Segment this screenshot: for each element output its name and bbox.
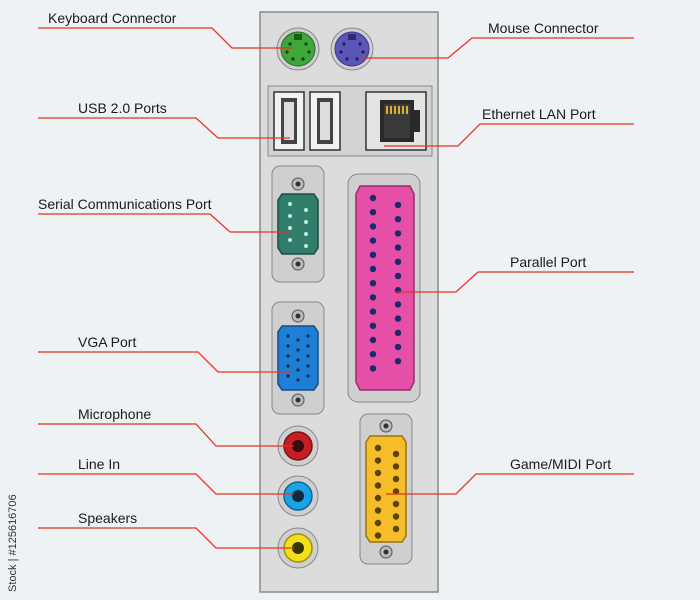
keyboard-connector: [276, 27, 320, 71]
usb-port-2: [309, 91, 341, 151]
pin: [369, 351, 377, 358]
label-game-midi-port: Game/MIDI Port: [510, 456, 611, 472]
pin: [394, 216, 402, 223]
pin: [392, 513, 400, 520]
pin: [369, 237, 377, 244]
leader-game: [386, 473, 634, 495]
pin: [394, 301, 402, 308]
label-speakers: Speakers: [78, 510, 137, 526]
ethernet-port: [365, 91, 427, 151]
pin: [392, 525, 400, 533]
mouse-connector: [330, 27, 374, 71]
label-mouse-connector: Mouse Connector: [488, 20, 599, 36]
pin: [394, 343, 402, 351]
pin: [369, 294, 377, 301]
pin: [394, 201, 402, 209]
leader-keyboard: [38, 27, 292, 49]
line-in-jack: [277, 475, 319, 517]
leader-vga: [38, 351, 292, 373]
leader-line-in: [38, 473, 294, 495]
microphone-jack: [277, 425, 319, 467]
pin: [374, 507, 382, 514]
vga-port: [271, 301, 325, 415]
stock-id: Stock | #125616706: [7, 494, 19, 592]
pin: [392, 450, 400, 458]
parallel-port: [347, 173, 421, 403]
pin: [369, 194, 377, 202]
label-microphone: Microphone: [78, 406, 151, 422]
pin: [374, 519, 382, 527]
leader-mouse: [362, 37, 634, 59]
pin: [394, 230, 402, 237]
pin: [369, 251, 377, 258]
label-usb-ports: USB 2.0 Ports: [78, 100, 167, 116]
pin: [374, 469, 382, 477]
pin: [374, 444, 382, 452]
leader-serial: [38, 213, 290, 233]
pin: [369, 280, 377, 287]
usb-ethernet-block: [267, 85, 433, 157]
pin: [369, 336, 377, 344]
label-parallel-port: Parallel Port: [510, 254, 586, 270]
label-serial-port: Serial Communications Port: [38, 196, 212, 212]
game-midi-port: [359, 413, 413, 565]
pin: [394, 315, 402, 322]
pin: [394, 244, 402, 251]
label-line-in: Line In: [78, 456, 120, 472]
pin: [369, 223, 377, 230]
pin: [374, 494, 382, 502]
pin: [369, 265, 377, 273]
pin: [394, 329, 402, 336]
pin: [392, 475, 400, 483]
leader-usb: [38, 117, 290, 139]
leader-microphone: [38, 423, 294, 447]
game-pins: [374, 444, 400, 539]
pin: [392, 488, 400, 495]
serial-port: [271, 165, 325, 283]
pin: [392, 463, 400, 470]
leader-parallel: [396, 271, 634, 293]
pin: [369, 209, 377, 216]
pin: [374, 482, 382, 489]
label-keyboard-connector: Keyboard Connector: [48, 10, 177, 26]
pin: [394, 258, 402, 265]
usb-port-1: [273, 91, 305, 151]
leader-speakers: [38, 527, 294, 549]
parallel-pins: [369, 194, 402, 372]
label-ethernet-port: Ethernet LAN Port: [482, 106, 596, 122]
pin: [369, 308, 377, 315]
pin: [374, 457, 382, 464]
pin: [394, 358, 402, 365]
pin: [392, 500, 400, 508]
pin: [394, 272, 402, 280]
leader-ethernet: [384, 123, 634, 147]
pin: [369, 365, 377, 372]
pin: [369, 322, 377, 329]
pin: [374, 532, 382, 539]
label-vga-port: VGA Port: [78, 334, 136, 350]
speakers-jack: [277, 527, 319, 569]
